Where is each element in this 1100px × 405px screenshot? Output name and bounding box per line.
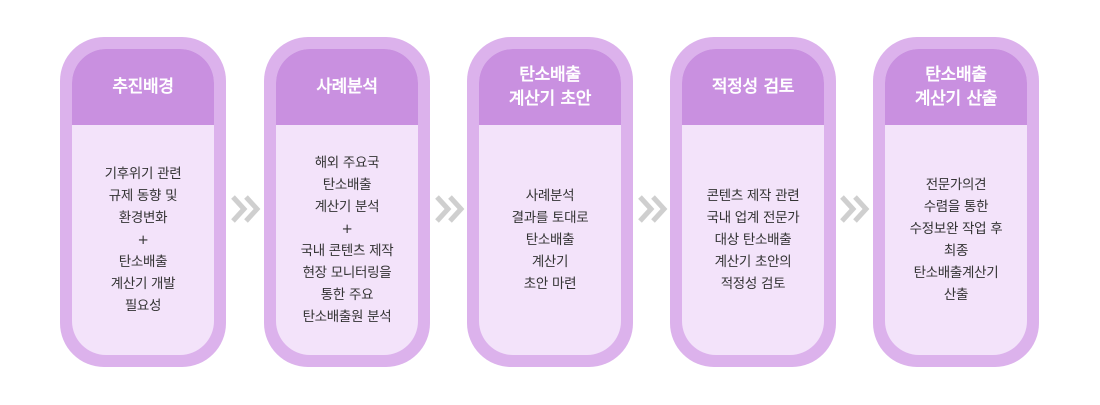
step-body: 해외 주요국 탄소배출 계산기 분석 + 국내 콘텐츠 제작 현장 모니터링을 … (276, 125, 418, 355)
double-chevron-right-icon (231, 195, 261, 223)
step-card-3: 탄소배출 계산기 초안 사례분석 결과를 토대로 탄소배출 계산기 초안 마련 (467, 37, 633, 367)
step-card-inner: 추진배경 기후위기 관련 규제 동향 및 환경변화 + 탄소배출 계산기 개발 … (72, 49, 214, 355)
step-description: 사례분석 결과를 토대로 탄소배출 계산기 초안 마련 (511, 188, 589, 292)
step-title: 추진배경 (112, 77, 174, 97)
step-title: 탄소배출 계산기 초안 (508, 65, 592, 109)
step-header: 탄소배출 계산기 산출 (885, 49, 1027, 125)
step-description: 기후위기 관련 규제 동향 및 환경변화 + 탄소배출 계산기 개발 필요성 (104, 166, 182, 314)
step-card-4: 적정성 검토 콘텐츠 제작 관련 국내 업계 전문가 대상 탄소배출 계산기 초… (670, 37, 836, 367)
step-card-inner: 사례분석 해외 주요국 탄소배출 계산기 분석 + 국내 콘텐츠 제작 현장 모… (276, 49, 418, 355)
step-card-1: 추진배경 기후위기 관련 규제 동향 및 환경변화 + 탄소배출 계산기 개발 … (60, 37, 226, 367)
step-title: 사례분석 (316, 77, 378, 97)
step-title: 탄소배출 계산기 산출 (914, 65, 998, 109)
step-body: 콘텐츠 제작 관련 국내 업계 전문가 대상 탄소배출 계산기 초안의 적정성 … (682, 125, 824, 355)
step-header: 탄소배출 계산기 초안 (479, 49, 621, 125)
step-card-inner: 적정성 검토 콘텐츠 제작 관련 국내 업계 전문가 대상 탄소배출 계산기 초… (682, 49, 824, 355)
step-body: 기후위기 관련 규제 동향 및 환경변화 + 탄소배출 계산기 개발 필요성 (72, 125, 214, 355)
step-header: 추진배경 (72, 49, 214, 125)
step-card-5: 탄소배출 계산기 산출 전문가의견 수렴을 통한 수정보완 작업 후 최종 탄소… (873, 37, 1039, 367)
step-body: 사례분석 결과를 토대로 탄소배출 계산기 초안 마련 (479, 125, 621, 355)
step-card-inner: 탄소배출 계산기 초안 사례분석 결과를 토대로 탄소배출 계산기 초안 마련 (479, 49, 621, 355)
step-card-inner: 탄소배출 계산기 산출 전문가의견 수렴을 통한 수정보완 작업 후 최종 탄소… (885, 49, 1027, 355)
step-description: 해외 주요국 탄소배출 계산기 분석 + 국내 콘텐츠 제작 현장 모니터링을 … (300, 155, 394, 325)
step-body: 전문가의견 수렴을 통한 수정보완 작업 후 최종 탄소배출계산기 산출 (885, 125, 1027, 355)
step-header: 사례분석 (276, 49, 418, 125)
step-description: 전문가의견 수렴을 통한 수정보완 작업 후 최종 탄소배출계산기 산출 (909, 177, 1003, 303)
step-header: 적정성 검토 (682, 49, 824, 125)
double-chevron-right-icon (840, 195, 870, 223)
step-description: 콘텐츠 제작 관련 국내 업계 전문가 대상 탄소배출 계산기 초안의 적정성 … (706, 188, 800, 292)
double-chevron-right-icon (638, 195, 668, 223)
double-chevron-right-icon (435, 195, 465, 223)
step-card-2: 사례분석 해외 주요국 탄소배출 계산기 분석 + 국내 콘텐츠 제작 현장 모… (264, 37, 430, 367)
step-title: 적정성 검토 (711, 77, 795, 97)
